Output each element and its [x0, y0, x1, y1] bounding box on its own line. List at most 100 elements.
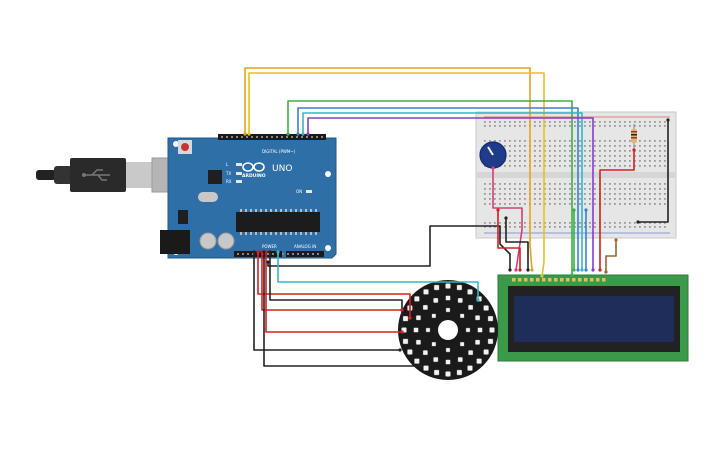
- breadboard-hole[interactable]: [564, 125, 566, 127]
- breadboard-hole[interactable]: [649, 198, 651, 200]
- breadboard-hole[interactable]: [594, 121, 596, 123]
- breadboard-hole[interactable]: [614, 193, 616, 195]
- breadboard-hole[interactable]: [599, 165, 601, 167]
- breadboard-hole[interactable]: [564, 193, 566, 195]
- breadboard-hole[interactable]: [619, 155, 621, 157]
- breadboard-hole[interactable]: [639, 150, 641, 152]
- breadboard-hole[interactable]: [569, 165, 571, 167]
- breadboard-hole[interactable]: [579, 155, 581, 157]
- breadboard-hole[interactable]: [579, 140, 581, 142]
- breadboard-hole[interactable]: [594, 125, 596, 127]
- breadboard-hole[interactable]: [609, 165, 611, 167]
- breadboard-hole[interactable]: [564, 160, 566, 162]
- breadboard-hole[interactable]: [619, 150, 621, 152]
- breadboard-hole[interactable]: [664, 183, 666, 185]
- breadboard-hole[interactable]: [564, 165, 566, 167]
- breadboard-hole[interactable]: [534, 140, 536, 142]
- power-analog-pin[interactable]: [242, 253, 244, 255]
- breadboard-hole[interactable]: [539, 165, 541, 167]
- breadboard-hole[interactable]: [574, 193, 576, 195]
- arduino-uno-board[interactable]: L TX RX ON ARDUINO UNO DIGITAL (PWM~) PO…: [160, 134, 337, 259]
- breadboard-hole[interactable]: [649, 226, 651, 228]
- breadboard-hole[interactable]: [624, 183, 626, 185]
- breadboard-hole[interactable]: [589, 198, 591, 200]
- breadboard-hole[interactable]: [519, 125, 521, 127]
- breadboard-hole[interactable]: [619, 121, 621, 123]
- breadboard-hole[interactable]: [519, 188, 521, 190]
- breadboard-hole[interactable]: [559, 155, 561, 157]
- breadboard-hole[interactable]: [584, 165, 586, 167]
- breadboard-hole[interactable]: [534, 193, 536, 195]
- breadboard-hole[interactable]: [654, 160, 656, 162]
- breadboard-hole[interactable]: [664, 155, 666, 157]
- breadboard-hole[interactable]: [644, 155, 646, 157]
- breadboard-hole[interactable]: [644, 160, 646, 162]
- breadboard-hole[interactable]: [569, 222, 571, 224]
- analog-header[interactable]: [286, 251, 324, 257]
- breadboard-hole[interactable]: [654, 125, 656, 127]
- breadboard-hole[interactable]: [604, 226, 606, 228]
- breadboard-hole[interactable]: [604, 222, 606, 224]
- breadboard-hole[interactable]: [554, 150, 556, 152]
- breadboard-hole[interactable]: [514, 193, 516, 195]
- breadboard-hole[interactable]: [569, 121, 571, 123]
- breadboard-hole[interactable]: [654, 183, 656, 185]
- breadboard-hole[interactable]: [654, 188, 656, 190]
- breadboard-hole[interactable]: [484, 125, 486, 127]
- breadboard-hole[interactable]: [574, 155, 576, 157]
- breadboard-hole[interactable]: [609, 145, 611, 147]
- breadboard-hole[interactable]: [619, 193, 621, 195]
- breadboard-hole[interactable]: [664, 140, 666, 142]
- breadboard-hole[interactable]: [659, 121, 661, 123]
- breadboard-hole[interactable]: [614, 150, 616, 152]
- breadboard-hole[interactable]: [574, 203, 576, 205]
- breadboard-hole[interactable]: [584, 121, 586, 123]
- breadboard-hole[interactable]: [539, 155, 541, 157]
- breadboard-hole[interactable]: [524, 198, 526, 200]
- breadboard-hole[interactable]: [589, 203, 591, 205]
- breadboard-hole[interactable]: [629, 188, 631, 190]
- breadboard-hole[interactable]: [574, 150, 576, 152]
- breadboard-hole[interactable]: [654, 222, 656, 224]
- breadboard-hole[interactable]: [604, 155, 606, 157]
- breadboard-hole[interactable]: [649, 165, 651, 167]
- breadboard-hole[interactable]: [514, 140, 516, 142]
- breadboard-hole[interactable]: [559, 183, 561, 185]
- breadboard-hole[interactable]: [624, 140, 626, 142]
- breadboard-hole[interactable]: [639, 222, 641, 224]
- breadboard-hole[interactable]: [504, 222, 506, 224]
- breadboard-hole[interactable]: [629, 121, 631, 123]
- breadboard-hole[interactable]: [579, 160, 581, 162]
- breadboard-hole[interactable]: [634, 203, 636, 205]
- breadboard-hole[interactable]: [579, 193, 581, 195]
- breadboard-hole[interactable]: [519, 193, 521, 195]
- lcd-pin[interactable]: [596, 278, 600, 282]
- breadboard-hole[interactable]: [534, 198, 536, 200]
- breadboard-hole[interactable]: [544, 125, 546, 127]
- breadboard-hole[interactable]: [569, 183, 571, 185]
- breadboard-hole[interactable]: [564, 226, 566, 228]
- breadboard-hole[interactable]: [554, 203, 556, 205]
- breadboard-hole[interactable]: [594, 165, 596, 167]
- digital-pin[interactable]: [286, 136, 288, 138]
- breadboard-hole[interactable]: [509, 193, 511, 195]
- breadboard-hole[interactable]: [544, 150, 546, 152]
- breadboard-hole[interactable]: [599, 121, 601, 123]
- breadboard-hole[interactable]: [654, 198, 656, 200]
- breadboard-hole[interactable]: [644, 188, 646, 190]
- breadboard-hole[interactable]: [564, 121, 566, 123]
- breadboard-hole[interactable]: [619, 222, 621, 224]
- breadboard-hole[interactable]: [539, 203, 541, 205]
- breadboard-hole[interactable]: [599, 150, 601, 152]
- breadboard-hole[interactable]: [514, 188, 516, 190]
- digital-pin[interactable]: [221, 136, 223, 138]
- breadboard-hole[interactable]: [604, 145, 606, 147]
- lcd-pin[interactable]: [572, 278, 576, 282]
- breadboard-hole[interactable]: [494, 125, 496, 127]
- breadboard-hole[interactable]: [524, 203, 526, 205]
- breadboard-hole[interactable]: [519, 150, 521, 152]
- breadboard-hole[interactable]: [624, 226, 626, 228]
- breadboard-hole[interactable]: [554, 155, 556, 157]
- breadboard-hole[interactable]: [484, 121, 486, 123]
- breadboard-hole[interactable]: [489, 203, 491, 205]
